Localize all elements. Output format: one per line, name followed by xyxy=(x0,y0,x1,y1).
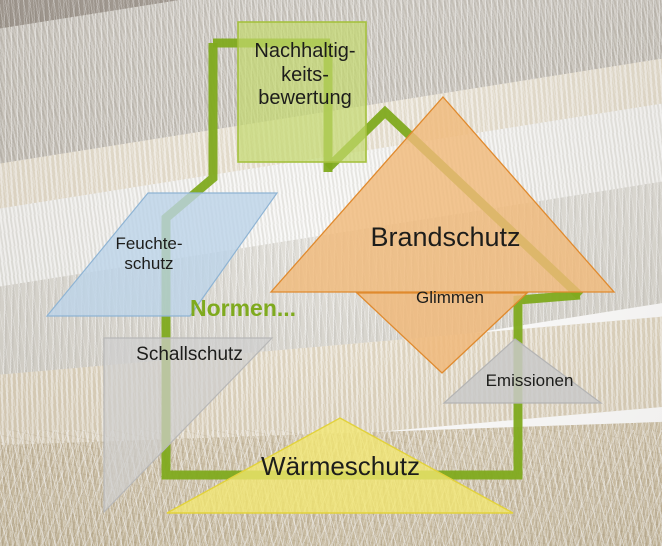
shape-emissionen xyxy=(442,338,603,404)
shape-glimmen xyxy=(355,292,529,374)
shape-waermeschutz xyxy=(166,417,514,514)
shape-brandschutz xyxy=(269,96,616,293)
shape-schallschutz xyxy=(103,337,274,514)
shape-feuchteschutz xyxy=(45,192,279,317)
shape-nachhaltigkeitsbewertung xyxy=(237,21,367,163)
